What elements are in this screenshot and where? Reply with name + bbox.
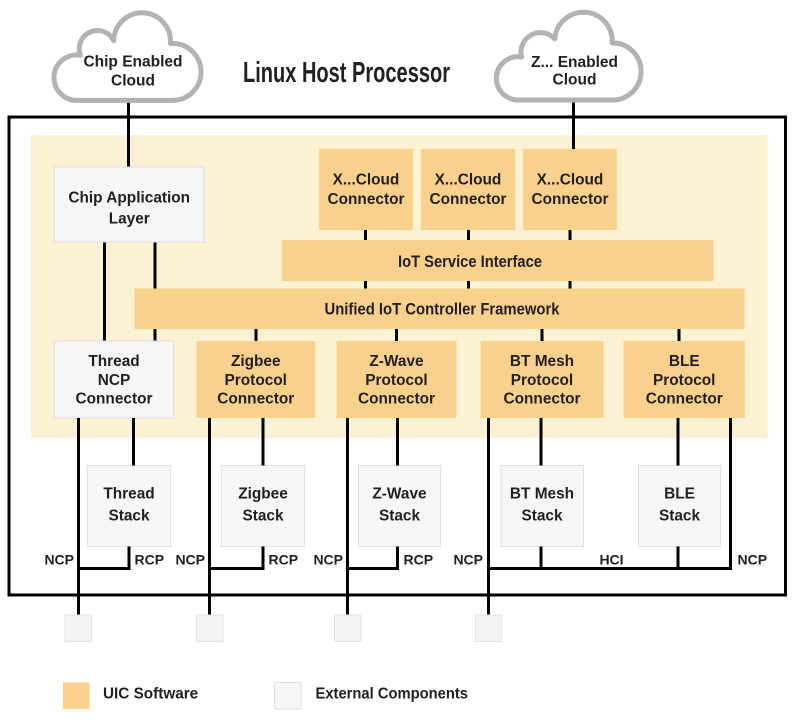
svg-text:Thread: Thread xyxy=(103,486,154,503)
svg-text:Z-Wave: Z-Wave xyxy=(372,486,427,503)
svg-text:Thread: Thread xyxy=(88,353,139,370)
svg-text:Protocol: Protocol xyxy=(653,372,715,389)
svg-text:Connector: Connector xyxy=(358,391,435,408)
svg-text:Chip Enabled: Chip Enabled xyxy=(83,54,182,71)
svg-text:Stack: Stack xyxy=(379,507,421,524)
svg-text:X...Cloud: X...Cloud xyxy=(537,172,604,189)
svg-text:Stack: Stack xyxy=(521,507,563,524)
svg-text:Protocol: Protocol xyxy=(225,372,287,389)
svg-text:NCP: NCP xyxy=(453,551,483,567)
svg-text:Chip Application: Chip Application xyxy=(68,190,190,207)
svg-text:X...Cloud: X...Cloud xyxy=(333,172,400,189)
svg-text:Protocol: Protocol xyxy=(365,372,427,389)
svg-text:Connector: Connector xyxy=(430,191,507,208)
svg-text:Zigbee: Zigbee xyxy=(231,353,281,370)
svg-text:Connector: Connector xyxy=(217,391,294,408)
svg-text:Z-Wave: Z-Wave xyxy=(369,353,424,370)
svg-text:Cloud: Cloud xyxy=(111,73,155,90)
svg-text:NCP: NCP xyxy=(313,551,343,567)
svg-text:Z... Enabled: Z... Enabled xyxy=(531,54,618,71)
svg-text:Connector: Connector xyxy=(76,391,153,408)
svg-text:NCP: NCP xyxy=(98,372,131,389)
svg-text:Zigbee: Zigbee xyxy=(238,486,288,503)
svg-text:RCP: RCP xyxy=(135,551,165,567)
svg-text:BT Mesh: BT Mesh xyxy=(510,353,574,370)
svg-text:Linux Host Processor: Linux Host Processor xyxy=(243,57,450,89)
svg-text:HCI: HCI xyxy=(599,551,623,567)
svg-text:Stack: Stack xyxy=(659,507,701,524)
svg-text:X...Cloud: X...Cloud xyxy=(435,172,502,189)
svg-text:BLE: BLE xyxy=(664,486,695,503)
svg-text:External Components: External Components xyxy=(316,686,469,703)
svg-text:Connector: Connector xyxy=(532,191,609,208)
svg-text:UIC Software: UIC Software xyxy=(103,686,198,703)
svg-text:RCP: RCP xyxy=(269,551,299,567)
svg-text:Stack: Stack xyxy=(108,507,150,524)
svg-text:NCP: NCP xyxy=(175,551,205,567)
svg-text:NCP: NCP xyxy=(738,551,768,567)
svg-text:Unified IoT Controller Framewo: Unified IoT Controller Framework xyxy=(325,300,561,319)
svg-text:Layer: Layer xyxy=(109,210,150,227)
svg-text:BLE: BLE xyxy=(669,353,700,370)
svg-text:Protocol: Protocol xyxy=(511,372,573,389)
svg-text:BT Mesh: BT Mesh xyxy=(510,486,574,503)
svg-text:NCP: NCP xyxy=(44,551,74,567)
svg-text:Connector: Connector xyxy=(328,191,405,208)
svg-text:Connector: Connector xyxy=(504,391,581,408)
svg-text:Stack: Stack xyxy=(242,507,284,524)
svg-text:IoT Service Interface: IoT Service Interface xyxy=(398,252,542,271)
svg-text:Connector: Connector xyxy=(646,391,723,408)
svg-text:Cloud: Cloud xyxy=(553,72,597,89)
svg-text:RCP: RCP xyxy=(404,551,434,567)
